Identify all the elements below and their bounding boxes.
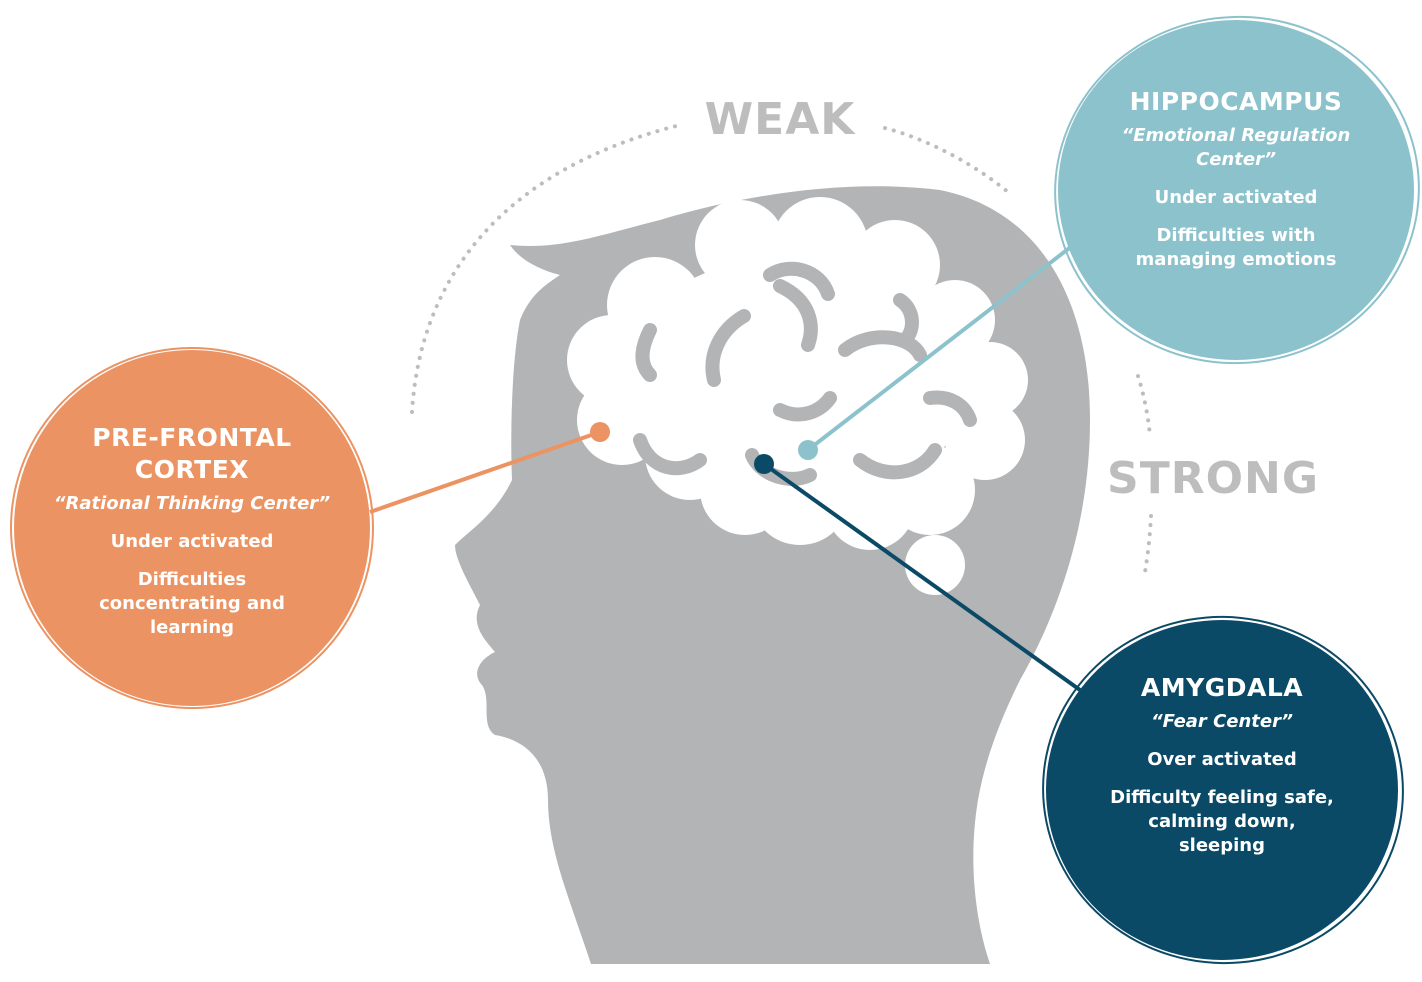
amygdala-marker [754,454,774,474]
hippocampus-desc-line1: Difficulties with [1156,225,1316,246]
hippocampus-subtitle-line2: Center” [1196,149,1276,170]
dotted-arc-top-right [883,126,1010,194]
pfc-marker [590,422,610,442]
hippocampus-title: HIPPOCAMPUS [1129,87,1343,116]
pfc-title-line1: PRE-FRONTAL [92,423,292,452]
hippocampus-desc-line2: managing emotions [1135,249,1337,270]
amygdala-desc-line3: sleeping [1178,835,1266,856]
hippocampus-description: Difficulties with managing emotions [1136,224,1337,272]
amygdala-subtitle: “Fear Center” [1151,711,1293,732]
hippocampus-bubble: HIPPOCAMPUS “Emotional Regulation Center… [1058,20,1414,360]
pfc-connector [369,430,601,514]
amygdala-description: Difficulty feeling safe, calming down, s… [1110,786,1334,858]
pfc-desc-line3: learning [149,617,235,638]
amygdala-connector [762,462,1082,692]
amygdala-status: Over activated [1147,749,1297,770]
pfc-description: Difficulties concentrating and learning [99,568,285,640]
hippocampus-status: Under activated [1154,187,1318,208]
weak-label: WEAK [705,94,857,145]
pfc-desc-line2: concentrating and [99,593,285,614]
hippocampus-connector [806,244,1074,452]
pfc-subtitle: “Rational Thinking Center” [53,493,331,514]
brain [567,197,1028,595]
amygdala-title: AMYGDALA [1140,673,1304,702]
amygdala-desc-line1: Difficulty feeling safe, [1110,787,1334,808]
hippocampus-subtitle: “Emotional Regulation Center” [1122,124,1351,172]
pfc-desc-line1: Difficulties [137,569,247,590]
hippocampus-subtitle-line1: “Emotional Regulation [1121,125,1351,146]
dotted-arc-left [410,123,682,414]
pfc-status: Under activated [110,531,274,552]
connectors [369,244,1082,692]
dotted-arc-right-lower [1142,514,1153,580]
weak-strong-scale: WEAK STRONG [410,94,1319,580]
dotted-arc-right-upper [1136,374,1152,438]
prefrontal-cortex-bubble: PRE-FRONTAL CORTEX “Rational Thinking Ce… [14,350,370,706]
amygdala-desc-line2: calming down, [1148,811,1296,832]
pfc-title-line2: CORTEX [134,455,250,484]
amygdala-bubble: AMYGDALA “Fear Center” Over activated Di… [1046,620,1398,960]
hippocampus-marker [798,440,818,460]
strong-label: STRONG [1107,453,1319,504]
